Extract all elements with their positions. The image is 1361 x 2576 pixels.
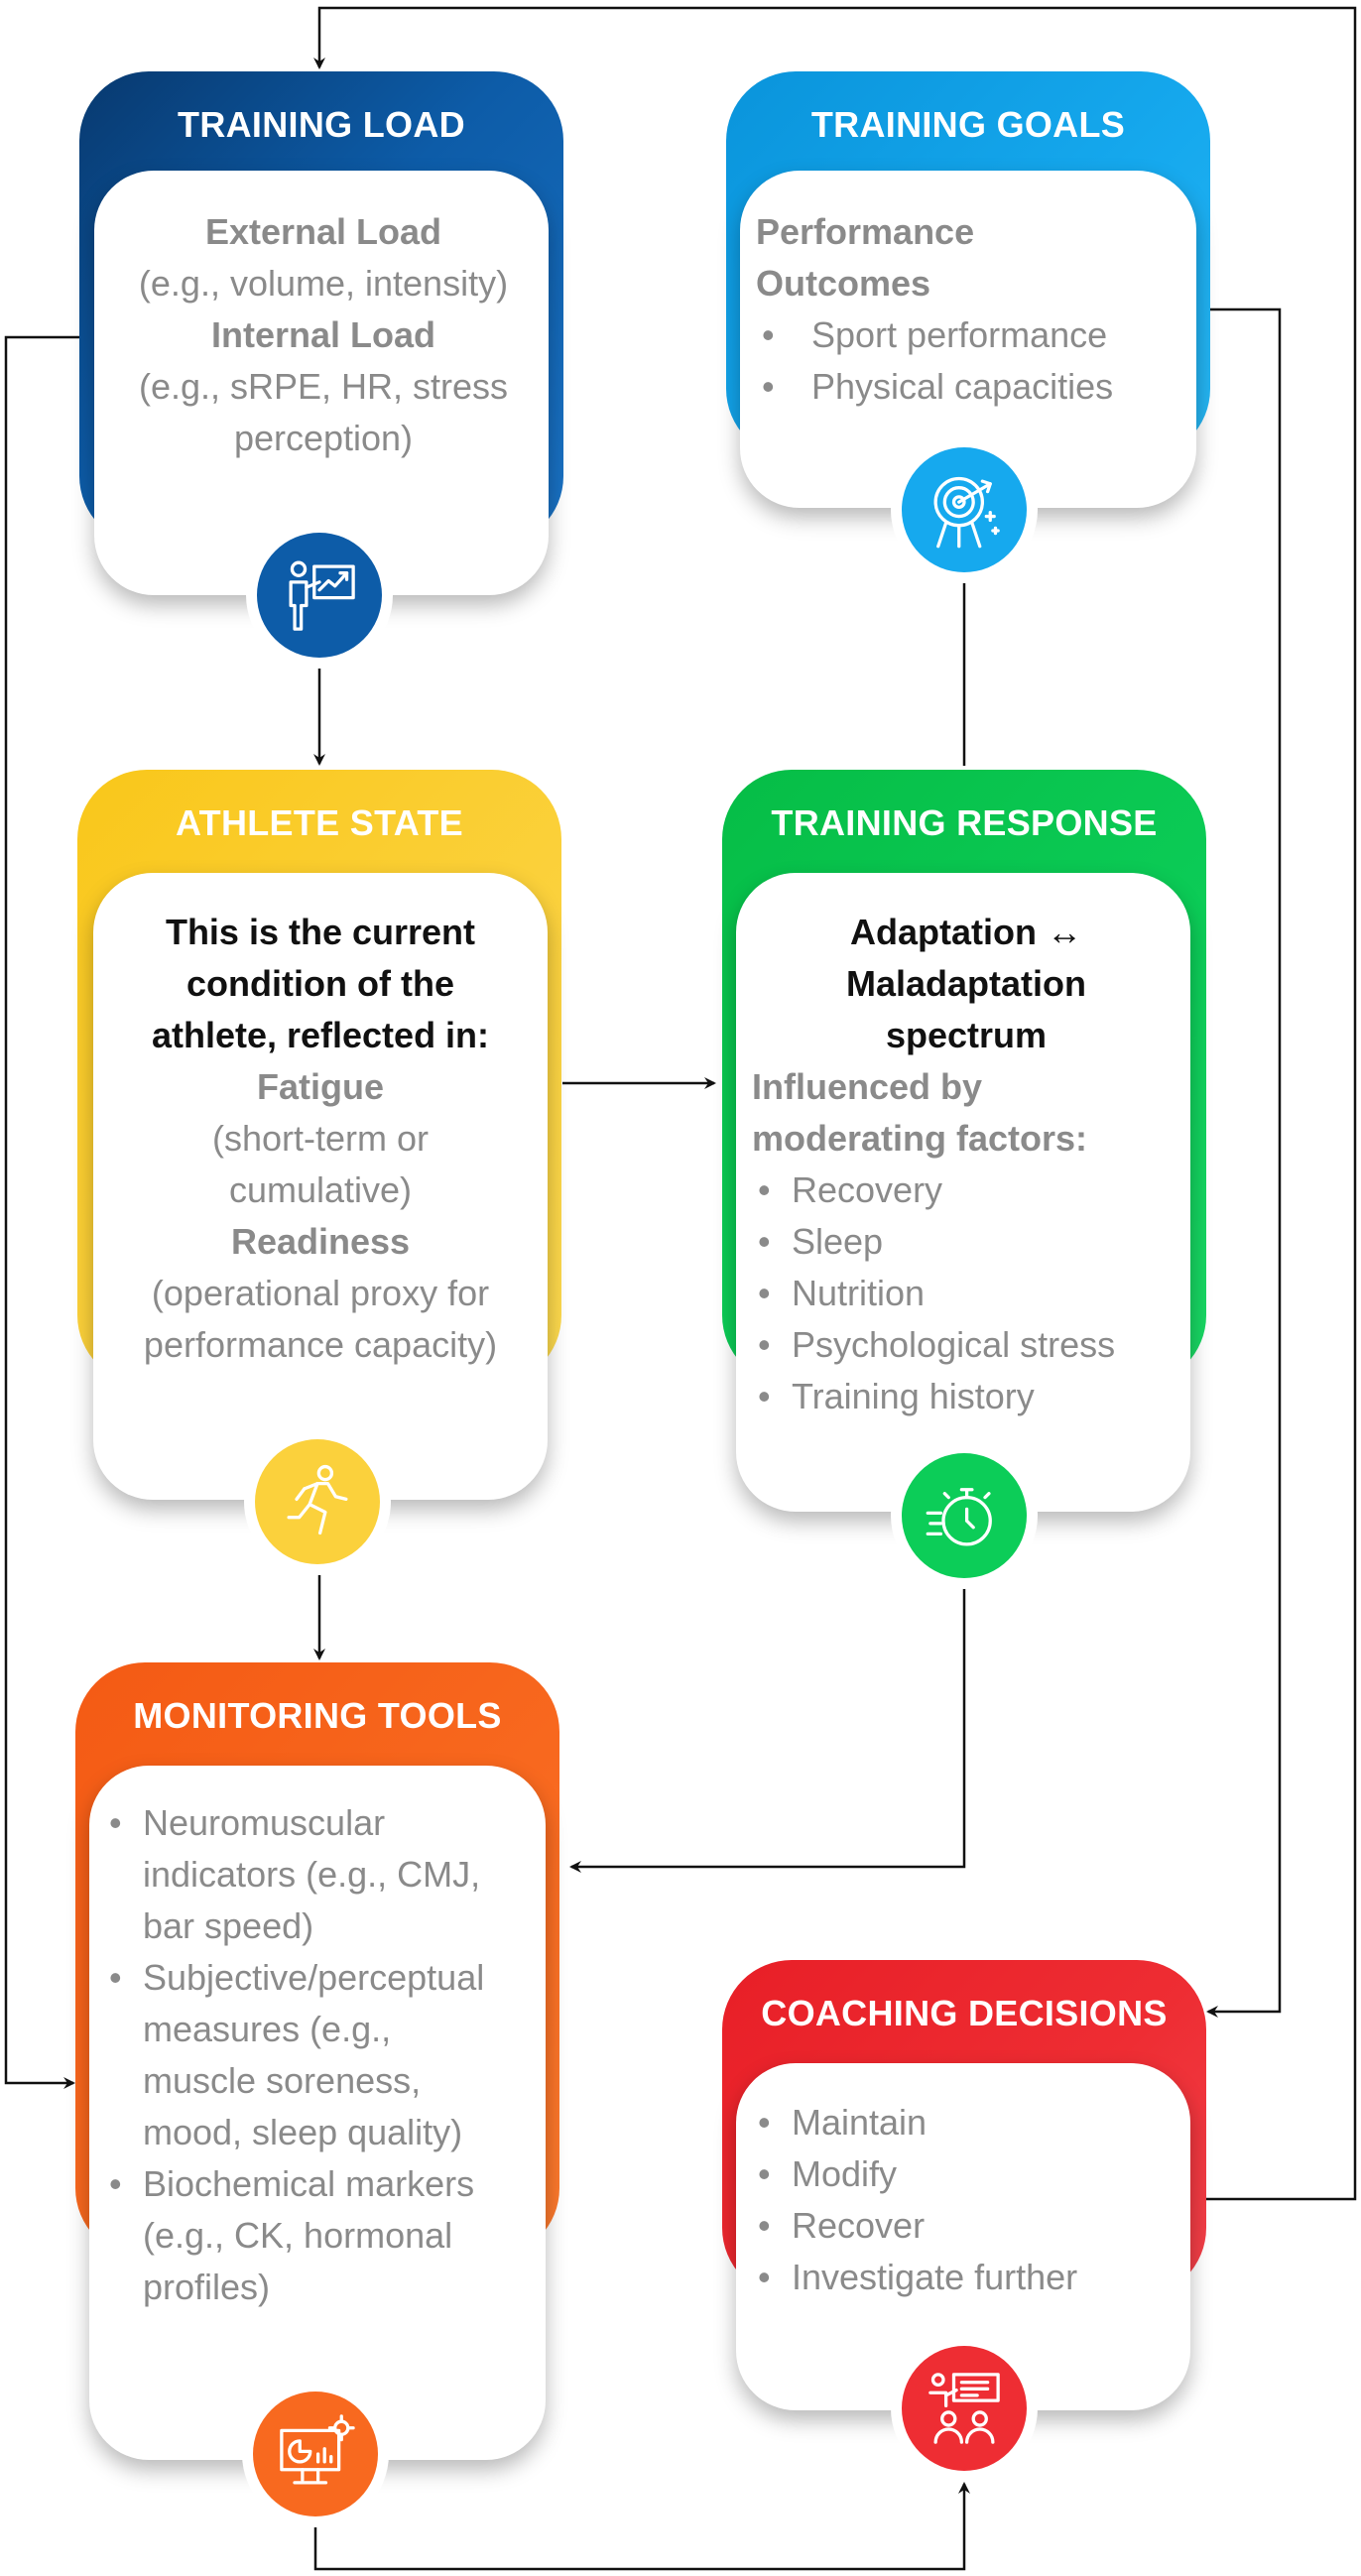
coaching-decisions-badge xyxy=(891,2335,1038,2482)
running-person-icon xyxy=(287,1464,348,1535)
athlete-state-intro: This is the current condition of the ath… xyxy=(151,912,490,1055)
list-item: Recovery xyxy=(752,1165,1180,1216)
list-item: Sleep xyxy=(752,1216,1180,1268)
training-load-badge xyxy=(246,522,393,669)
monitoring-tools-title: MONITORING TOOLS xyxy=(133,1695,502,1736)
list-item: Training history xyxy=(752,1371,1180,1422)
external-load-detail: (e.g., volume, intensity) xyxy=(138,263,509,304)
moderating-factors-heading: Influenced by moderating factors: xyxy=(752,1066,1088,1159)
list-item: Physical capacities xyxy=(756,361,1176,413)
stopwatch-icon xyxy=(926,1488,992,1546)
list-item: Psychological stress xyxy=(752,1319,1180,1371)
fatigue-detail: (short-term or cumulative) xyxy=(211,1118,430,1210)
moderating-factors-list: Recovery Sleep Nutrition Psychological s… xyxy=(752,1165,1180,1422)
monitoring-tools-badge xyxy=(242,2381,389,2527)
athlete-state-title: ATHLETE STATE xyxy=(176,802,463,843)
fatigue-label: Fatigue xyxy=(256,1066,384,1107)
athlete-state-body: This is the current condition of the ath… xyxy=(93,873,548,1500)
athlete-state-badge xyxy=(244,1428,391,1575)
training-load-title: TRAINING LOAD xyxy=(178,104,465,145)
coaching-decisions-list: Maintain Modify Recover Investigate furt… xyxy=(752,2097,1171,2303)
list-item: Sport performance xyxy=(756,309,1176,361)
training-response-title: TRAINING RESPONSE xyxy=(771,802,1158,843)
performance-outcomes-heading: Performance Outcomes xyxy=(756,211,975,304)
external-load-label: External Load xyxy=(204,211,442,252)
arrow-load-to-monitoring xyxy=(4,335,79,2089)
list-item: Neuromuscular indicators (e.g., CMJ, bar… xyxy=(103,1797,538,1952)
coach-presentation-icon xyxy=(928,2373,1000,2444)
list-item: Modify xyxy=(752,2148,1171,2200)
internal-load-detail: (e.g., sRPE, HR, stress perception) xyxy=(138,366,509,458)
arrow-response-to-monitoring xyxy=(569,1587,966,1873)
training-response-body: Adaptation ↔ Maladaptation spectrum Infl… xyxy=(736,873,1190,1512)
arrow-decisions-to-load xyxy=(313,6,1357,2201)
adaptation-spectrum: Adaptation ↔ Maladaptation spectrum xyxy=(845,912,1086,1055)
training-goals-badge xyxy=(891,436,1038,583)
training-response-badge xyxy=(891,1442,1038,1589)
list-item: Biochemical markers (e.g., CK, hormonal … xyxy=(103,2158,538,2313)
target-archery-icon xyxy=(933,476,1000,549)
list-item: Nutrition xyxy=(752,1268,1180,1319)
training-goals-list: Sport performance Physical capacities xyxy=(756,309,1176,413)
monitoring-tools-body: Neuromuscular indicators (e.g., CMJ, bar… xyxy=(89,1766,546,2460)
list-item: Subjective/perceptual measures (e.g., mu… xyxy=(103,1952,538,2158)
monitor-analytics-icon xyxy=(280,2414,355,2485)
arrow-monitoring-to-decisions xyxy=(313,2482,970,2571)
list-item: Investigate further xyxy=(752,2252,1171,2303)
list-item: Maintain xyxy=(752,2097,1171,2148)
list-item: Recover xyxy=(752,2200,1171,2252)
coaching-decisions-title: COACHING DECISIONS xyxy=(761,1993,1168,2033)
readiness-label: Readiness xyxy=(230,1221,411,1262)
presenter-chart-icon xyxy=(289,560,355,631)
arrow-goals-to-decisions xyxy=(1206,307,1282,2018)
internal-load-label: Internal Load xyxy=(210,314,436,355)
monitoring-tools-list: Neuromuscular indicators (e.g., CMJ, bar… xyxy=(103,1797,538,2313)
readiness-detail: (operational proxy for performance capac… xyxy=(143,1273,498,1365)
training-goals-title: TRAINING GOALS xyxy=(810,104,1126,145)
